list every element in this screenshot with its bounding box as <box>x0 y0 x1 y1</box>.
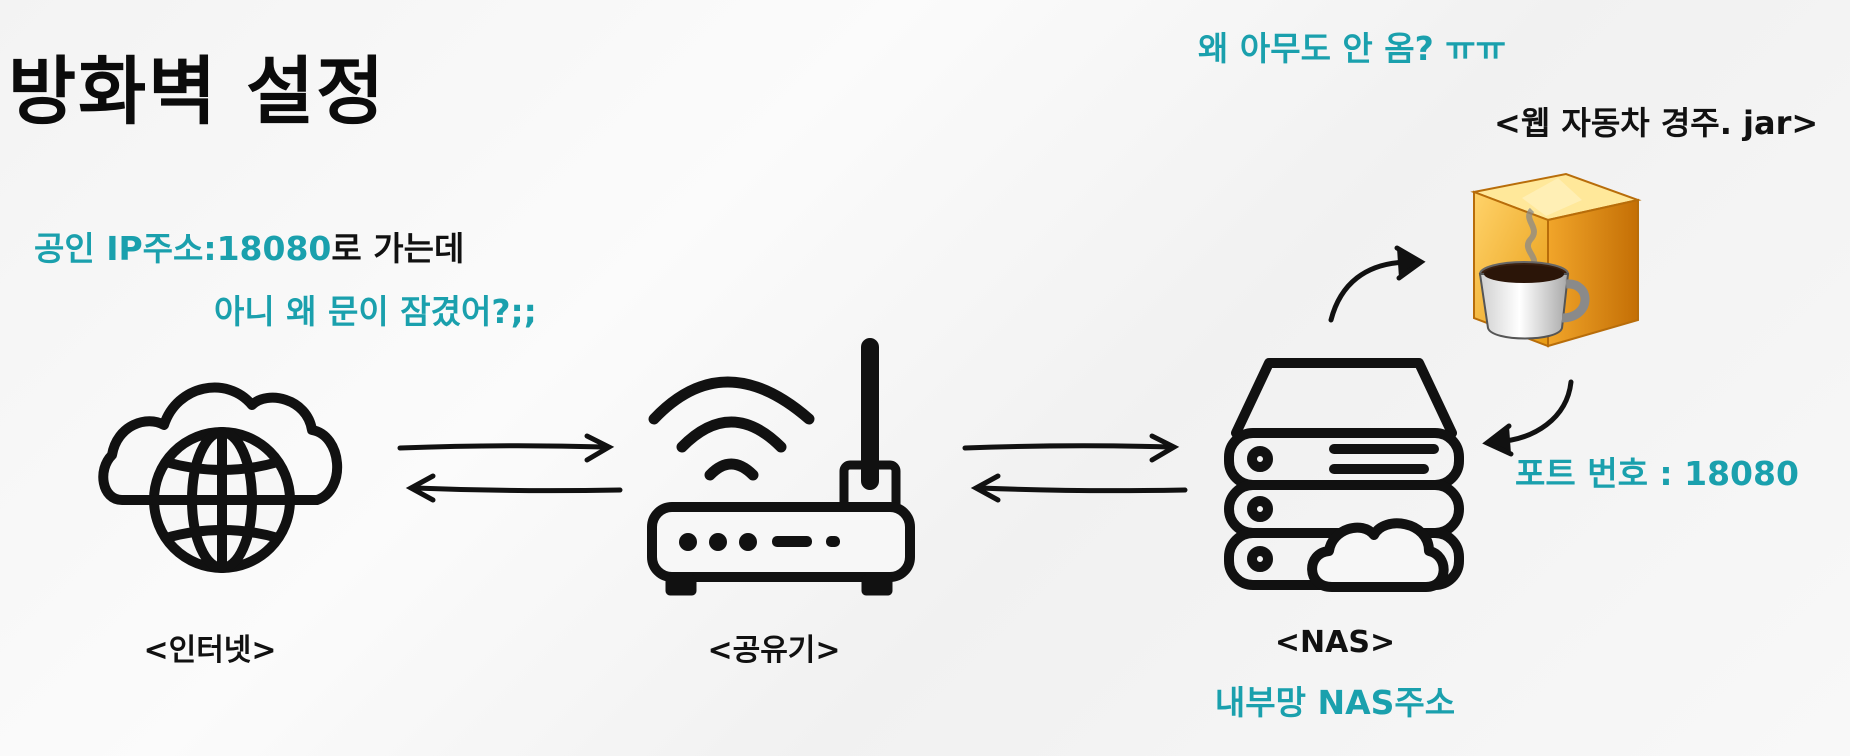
nas-label: <NAS> <box>1274 625 1396 660</box>
arrow-right-icon <box>962 433 1180 463</box>
page-title: 방화벽 설정 <box>8 49 387 135</box>
internet-label: <인터넷> <box>143 633 277 668</box>
arrow-right-icon <box>397 433 615 463</box>
caption-public-ip-address: 공인 IP주소:18080 <box>34 229 332 268</box>
caption-door-locked: 아니 왜 문이 잠겼어?;; <box>214 292 537 331</box>
caption-public-ip-suffix: 로 가는데 <box>331 229 465 268</box>
router-icon <box>647 338 915 596</box>
nas-subtitle: 내부망 NAS주소 <box>1214 683 1456 722</box>
nas-server-icon <box>1224 358 1464 592</box>
curved-arrow-icon <box>1328 245 1426 323</box>
cloud-globe-icon <box>98 382 343 573</box>
jar-label: <웹 자동차 경주. jar> <box>1494 104 1819 142</box>
caption-nobody-comes: 왜 아무도 안 옴? ㅠㅠ <box>1198 29 1506 68</box>
java-jar-icon <box>1470 172 1642 348</box>
arrow-left-icon <box>405 473 623 503</box>
arrow-left-icon <box>970 473 1188 503</box>
port-label: 포트 번호 : 18080 <box>1515 454 1799 493</box>
caption-public-ip: 공인 IP주소:18080로 가는데 <box>34 222 464 270</box>
router-label: <공유기> <box>707 633 841 668</box>
curved-arrow-icon <box>1482 379 1574 457</box>
